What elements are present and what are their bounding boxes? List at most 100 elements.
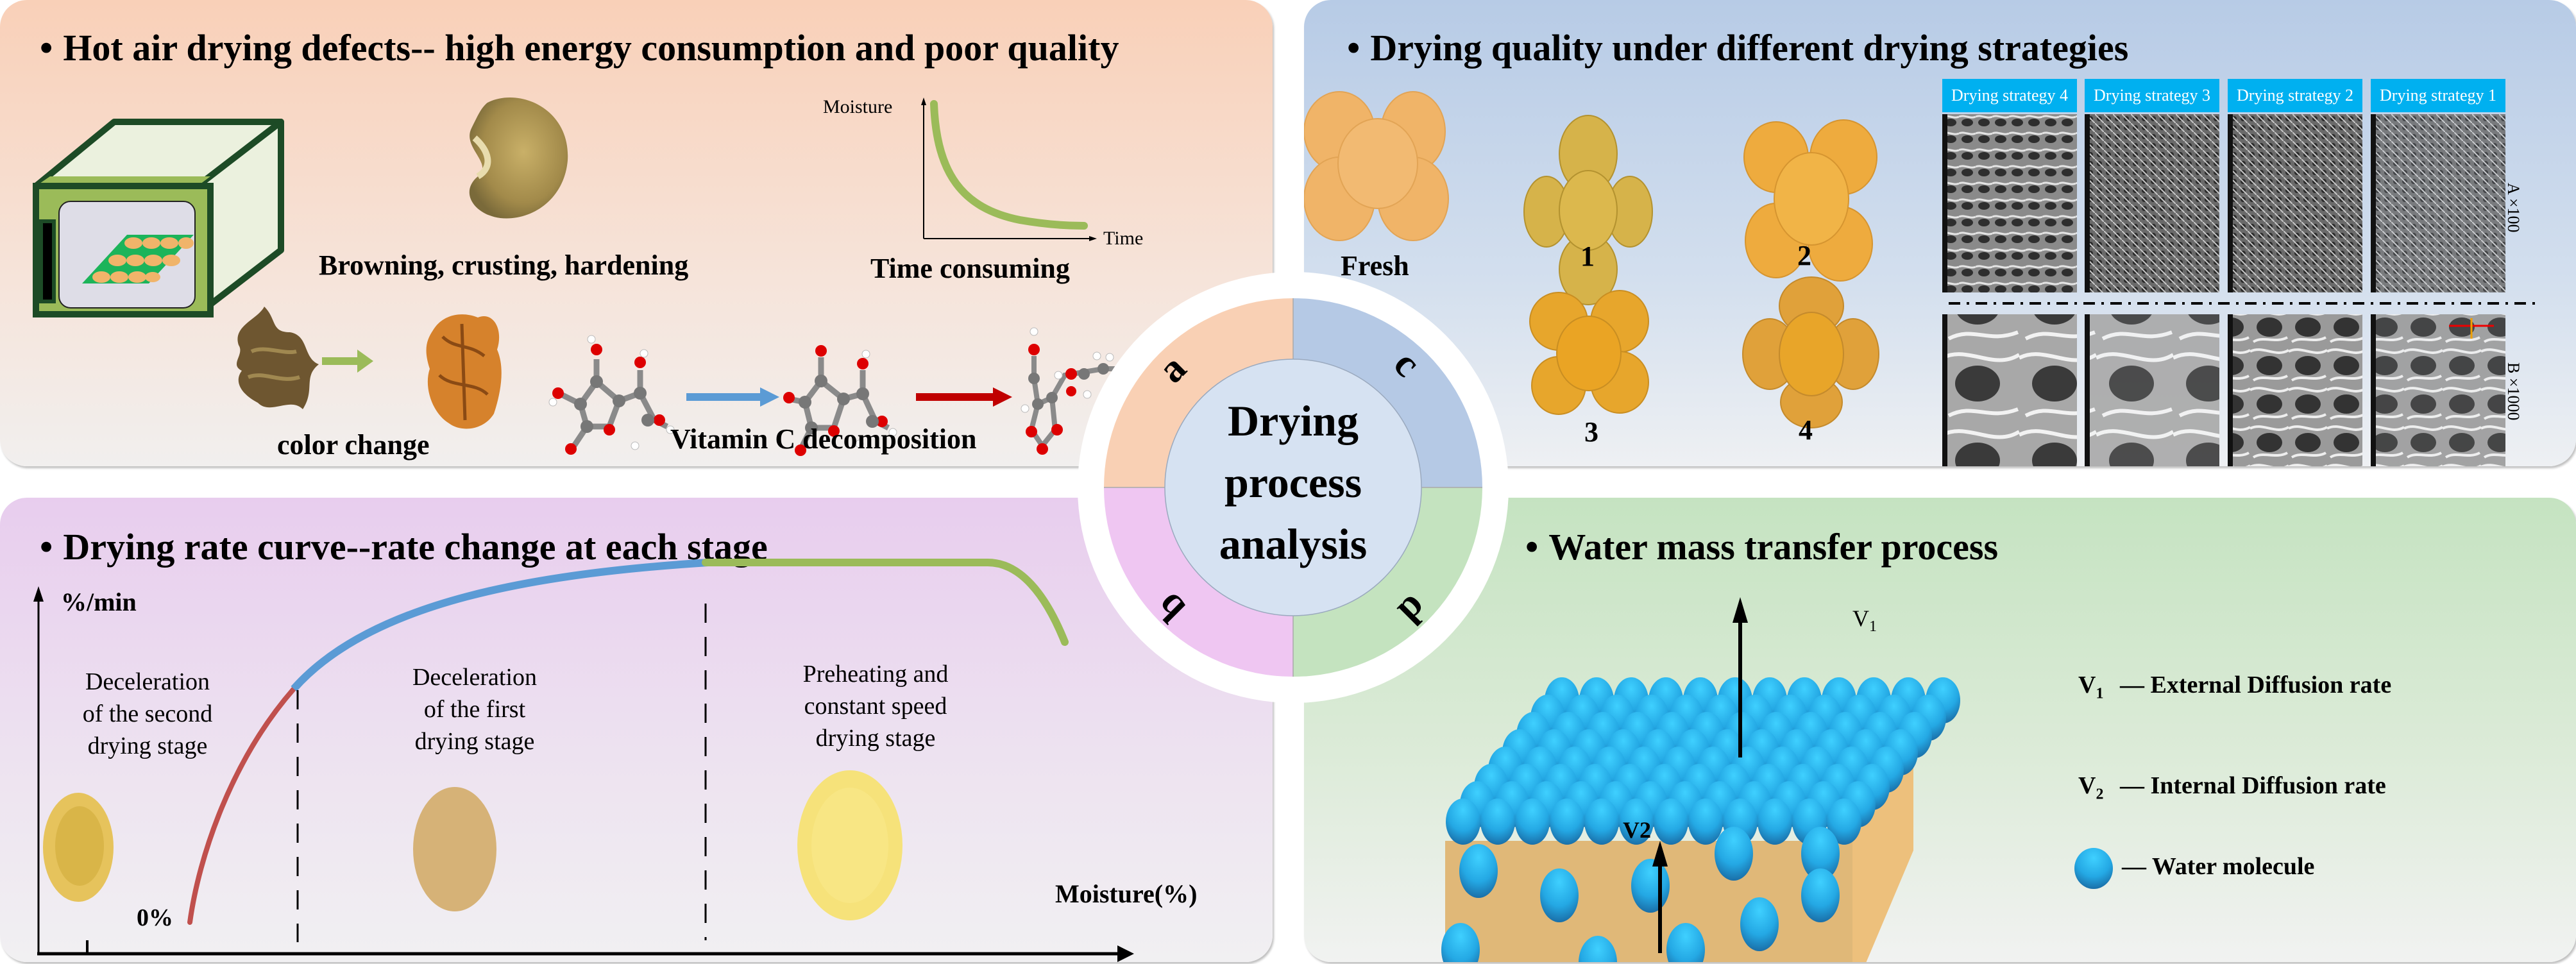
water-molecule-legend-icon <box>2074 848 2113 889</box>
panel-a-title-text: Hot air drying defects-- high energy con… <box>63 27 1119 69</box>
slice-second-stage-image <box>43 793 114 902</box>
sample-label-1: 1 <box>1580 241 1595 272</box>
internal-water-molecule <box>1715 827 1753 881</box>
sample-label-4: 4 <box>1799 414 1813 446</box>
sample-4-image <box>1742 276 1879 428</box>
panel-d-title-text: Water mass transfer process <box>1548 526 1999 568</box>
internal-water-molecule <box>1540 868 1579 922</box>
center-title-line: Drying <box>1228 396 1359 445</box>
mini-moisture-chart <box>921 97 1097 241</box>
drying-rate-chart <box>33 498 1134 962</box>
slice-first-stage-image <box>413 787 496 911</box>
sample-3-image <box>1529 290 1649 415</box>
surface-water-molecule <box>1446 799 1480 845</box>
surface-water-molecule <box>1550 799 1584 845</box>
v1-symbol: V <box>1852 605 1869 631</box>
mini-chart-curve <box>930 100 1088 230</box>
mini-chart-y-arrow <box>921 97 926 105</box>
time-consuming-label: Time consuming <box>870 253 1070 284</box>
stage-line: drying stage <box>414 728 535 755</box>
stage-line: drying stage <box>87 732 208 759</box>
stage-line: constant speed <box>804 693 947 720</box>
surface-molecule-layer <box>1446 677 1960 845</box>
color-change-label: color change <box>277 429 430 461</box>
sample-label-2: 2 <box>1797 240 1811 271</box>
panel-a-hot-air-drying-defects: •Hot air drying defects-- high energy co… <box>0 0 1273 466</box>
hub-core <box>1164 359 1422 616</box>
legend-item-v2: V2 — Internal Diffusion rate <box>2078 772 2386 804</box>
surface-water-molecule <box>1688 799 1723 845</box>
sample-fresh-image <box>1304 91 1449 241</box>
sem-row-b <box>1942 314 2505 466</box>
strategy-header-3: Drying strategy 3 <box>2085 79 2219 112</box>
water-transfer-block <box>1441 597 1960 962</box>
vitamin-c-molecule-icon <box>548 335 675 455</box>
v1-arrow-head <box>1733 597 1748 623</box>
panel-d-title: •Water mass transfer process <box>1525 529 1998 566</box>
bullet-icon: • <box>40 526 53 568</box>
strategy-header-2: Drying strategy 2 <box>2228 79 2362 112</box>
browning-label: Browning, crusting, hardening <box>319 249 689 281</box>
strategy-header-4: Drying strategy 4 <box>1942 79 2077 112</box>
surface-water-molecule <box>1758 799 1792 845</box>
stage-label-second-deceleration: Deceleration of the second drying stage <box>71 666 225 762</box>
color-change-arrow-icon <box>322 350 373 373</box>
panel-c-title: •Drying quality under different drying s… <box>1347 30 2128 67</box>
surface-water-molecule <box>1584 799 1619 845</box>
surface-water-molecule <box>1654 799 1688 845</box>
stage-line: of the first <box>423 696 526 723</box>
y-axis-label: %/min <box>61 588 137 616</box>
magnification-label-a: A ×100 <box>2504 183 2523 233</box>
curve-first-deceleration <box>294 562 708 689</box>
vitc-decomposition-label: Vitamin C decomposition <box>670 423 977 455</box>
sample-label-fresh: Fresh <box>1341 250 1409 282</box>
v2-label: V2 <box>1623 817 1651 843</box>
bullet-icon: • <box>1525 526 1539 568</box>
legend-item-water: — Water molecule <box>2122 853 2315 880</box>
sample-label-3: 3 <box>1584 416 1598 448</box>
stage-line: Preheating and <box>802 661 949 688</box>
legend-subscript: 2 <box>2096 786 2104 803</box>
v1-label: V1 <box>1852 607 1877 634</box>
surface-water-molecule <box>1515 799 1550 845</box>
sem-row-a <box>1942 114 2505 292</box>
x-axis-arrow <box>1117 945 1134 962</box>
slice-constant-stage-image <box>797 770 902 920</box>
stage-label-first-deceleration: Deceleration of the first drying stage <box>398 661 552 757</box>
stage-line: Deceleration <box>85 668 210 695</box>
dried-chip-before-image <box>236 307 319 409</box>
origin-tick-label: 0% <box>137 904 173 931</box>
internal-water-molecule <box>1666 923 1705 962</box>
y-axis-arrow <box>33 586 44 602</box>
legend-item-v1: V1 — External Diffusion rate <box>2078 671 2391 703</box>
vitc-arrow-red-icon <box>916 387 1012 407</box>
x-axis-label: Moisture(%) <box>1055 879 1198 908</box>
center-hub-graphic <box>1078 272 1509 703</box>
mini-chart-x-label: Time <box>1103 228 1144 249</box>
center-title-line: analysis <box>1219 520 1368 568</box>
panel-c-title-text: Drying quality under different drying st… <box>1370 27 2129 69</box>
stage-line: Deceleration <box>412 664 538 691</box>
panel-d-water-mass-transfer: •Water mass transfer process V1 V2 V1 — … <box>1304 498 2576 962</box>
drying-rate-curve-group <box>190 562 1065 942</box>
magnification-label-b: B ×1000 <box>2504 362 2523 421</box>
panel-b-title-text: Drying rate curve--rate change at each s… <box>63 526 768 568</box>
v2-arrow-head <box>1652 841 1668 867</box>
internal-water-molecule <box>1459 844 1498 898</box>
sample-1-image <box>1523 115 1653 305</box>
v1-subscript: 1 <box>1869 618 1877 636</box>
surface-water-molecule <box>1619 799 1654 845</box>
panel-b-drying-rate-curve: •Drying rate curve--rate change at each … <box>0 498 1273 962</box>
stage-line: of the second <box>82 700 213 727</box>
legend-text: — External Diffusion rate <box>2119 672 2392 698</box>
panel-c-drying-quality: •Drying quality under different drying s… <box>1304 0 2576 466</box>
bullet-icon: • <box>1347 27 1360 69</box>
dehydroascorbic-molecule-icon <box>783 345 897 456</box>
internal-water-molecule <box>1801 827 1840 881</box>
mini-chart-y-label: Moisture <box>823 96 893 117</box>
strategy-header-1: Drying strategy 1 <box>2371 79 2505 112</box>
sample-2-image <box>1743 119 1877 282</box>
legend-symbol: V <box>2078 772 2096 799</box>
internal-water-molecule <box>1801 868 1840 922</box>
stage-line: drying stage <box>815 725 936 752</box>
